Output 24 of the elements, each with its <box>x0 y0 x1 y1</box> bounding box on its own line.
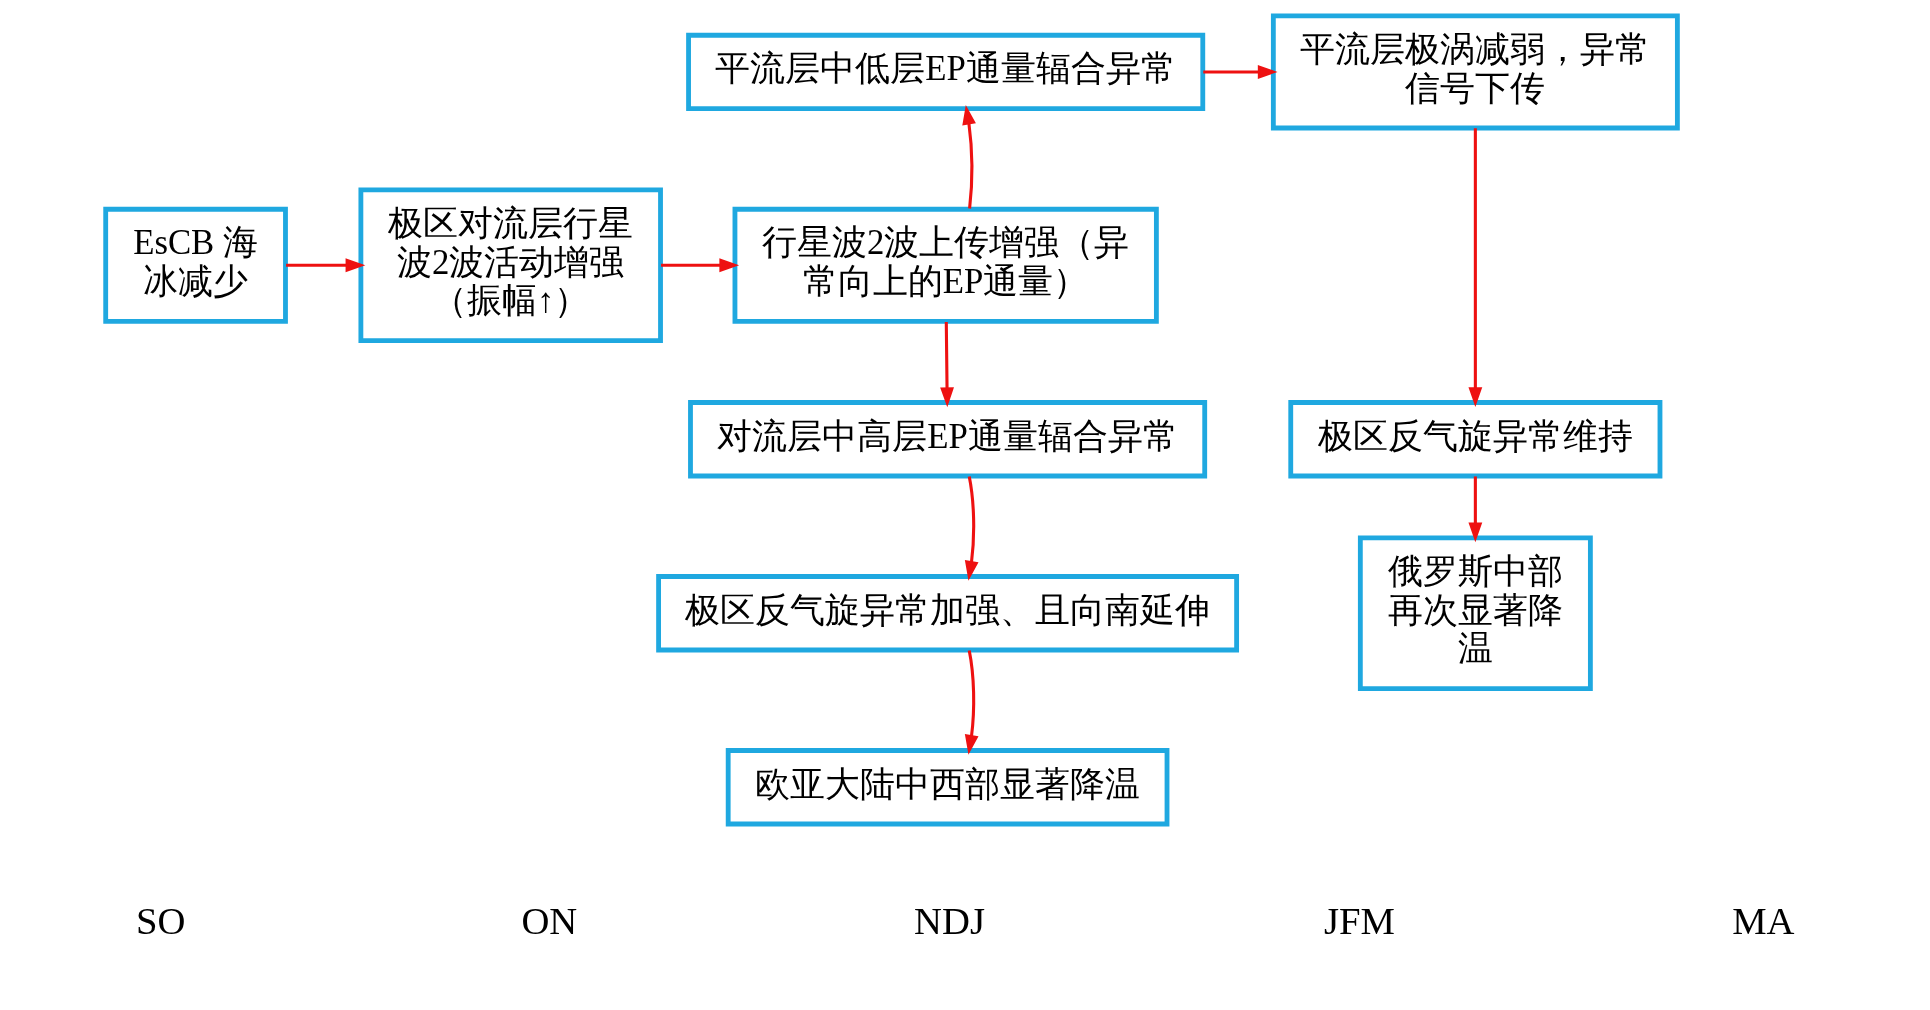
arrow <box>661 258 740 273</box>
node-box: 俄罗斯中部再次显著降温 <box>1357 535 1593 692</box>
label: MA <box>1732 900 1795 943</box>
arrow <box>962 104 976 209</box>
label: NDJ <box>914 900 985 943</box>
node-box: 行星波2波上传增强（异常向上的EP通量） <box>732 206 1159 324</box>
arrow <box>1203 65 1278 79</box>
node-box: 欧亚大陆中西部显著降温 <box>725 748 1170 827</box>
node-box: 极区反气旋异常加强、且向南延伸 <box>656 574 1240 653</box>
node-box: 平流层极涡减弱，异常信号下传 <box>1270 13 1680 131</box>
node-box: 极区反气旋异常维持 <box>1288 400 1663 479</box>
arrow <box>964 650 979 755</box>
label: ON <box>521 900 578 943</box>
node-box: 极区对流层行星波2波活动增强（振幅↑） <box>358 187 663 344</box>
arrow <box>1468 128 1483 407</box>
arrow <box>286 258 366 273</box>
arrow <box>940 321 954 408</box>
node-box: 平流层中低层EP通量辐合异常 <box>686 32 1206 112</box>
label: SO <box>136 900 186 943</box>
node-box: EsCB 海冰减少 <box>103 206 288 324</box>
arrow <box>964 476 979 581</box>
node-box: 对流层中高层EP通量辐合异常 <box>688 400 1208 479</box>
arrow <box>1468 476 1483 543</box>
label: JFM <box>1323 900 1395 943</box>
